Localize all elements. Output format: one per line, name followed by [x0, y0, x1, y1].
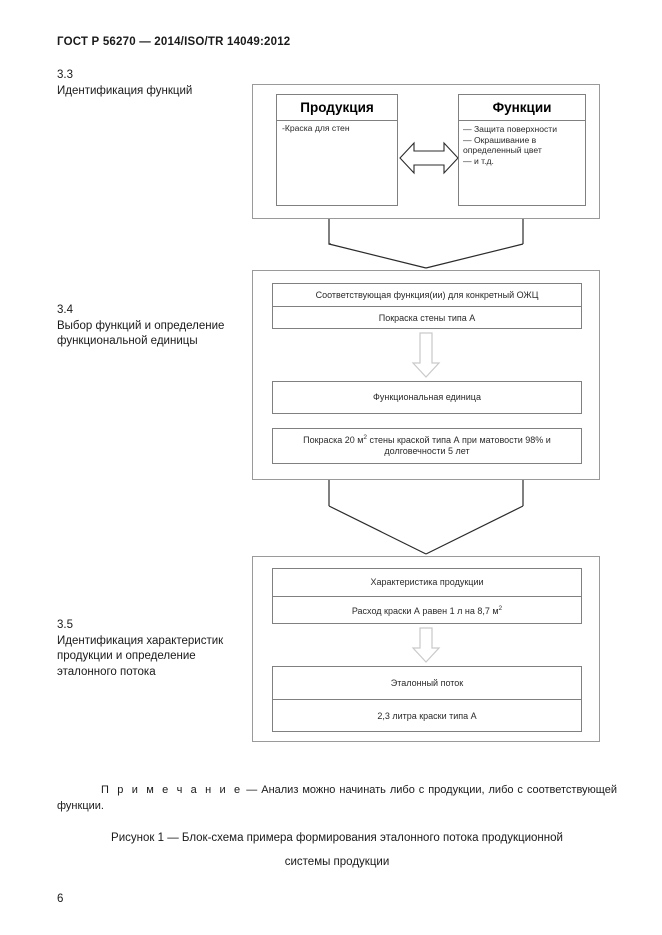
note-body: — Анализ можно начинать либо с продукции…: [57, 784, 617, 812]
stage3-row-product-characteristic: Характеристика продукции: [273, 569, 581, 597]
note-paragraph: П р и м е ч а н и е — Анализ можно начин…: [57, 782, 617, 814]
stage3-reference-flow-card: Эталонный поток 2,3 литра краски типа А: [272, 666, 582, 732]
functions-box-title: Функции: [459, 95, 585, 121]
funnel-connector-1: [328, 219, 524, 269]
stage3-row-reference-flow: Эталонный поток: [273, 667, 581, 700]
stage2-value-prefix: Покраска 20 м: [303, 435, 364, 445]
stage2-value-suffix: стены краской типа А при матовости 98% и…: [367, 435, 551, 456]
document-header: ГОСТ Р 56270 — 2014/ISO/TR 14049:2012: [57, 36, 291, 48]
stage3-row-reference-flow-value: 2,3 литра краски типа А: [377, 711, 477, 721]
stage3-product-characteristic-card: Характеристика продукции Расход краски А…: [272, 568, 582, 624]
functions-box-list: — Защита поверхности — Окрашивание в опр…: [459, 121, 585, 168]
stage2-top-card: Соответствующая функция(ии) для конкретн…: [272, 283, 582, 329]
functions-list-item: — Защита поверхности: [463, 124, 558, 134]
stage2-value-superscript: 2: [363, 434, 368, 441]
stage2-row-function-for-lifecycle: Соответствующая функция(ии) для конкретн…: [273, 284, 581, 307]
product-box-title: Продукция: [277, 95, 397, 121]
clause-label-3-3: 3.3 Идентификация функций: [57, 68, 247, 99]
clause-number: 3.4: [57, 304, 73, 316]
figure-caption-line-2: системы продукции: [284, 856, 390, 868]
stage3-consumption-superscript: 2: [498, 604, 503, 612]
funnel-connector-2: [328, 480, 524, 555]
stage-container-reference-flow: [252, 556, 600, 742]
stage2-row-functional-unit-value: Покраска 20 м2 стены краской типа А при …: [273, 429, 581, 463]
figure-caption-line-1: Рисунок 1 — Блок-схема примера формирова…: [111, 832, 563, 844]
stage3-consumption-prefix: Расход краски А равен 1 л на 8,7 м: [351, 605, 499, 616]
functions-box: Функции — Защита поверхности — Окрашиван…: [458, 94, 586, 206]
stage-container-functions-identification: [252, 84, 600, 219]
clause-label-3-4: 3.4 Выбор функций и определение функцион…: [57, 303, 247, 350]
stage2-functional-unit-value-card: Покраска 20 м2 стены краской типа А при …: [272, 428, 582, 464]
figure-caption: Рисунок 1 — Блок-схема примера формирова…: [57, 826, 617, 874]
stage-container-function-selection: [252, 270, 600, 480]
stage2-functional-unit-card: Функциональная единица: [272, 381, 582, 414]
clause-number: 3.5: [57, 619, 73, 631]
stage2-row-wall-painting-type-a: Покраска стены типа А: [378, 313, 476, 323]
stage2-row-functional-unit: Функциональная единица: [373, 392, 481, 402]
clause-text: Идентификация функций: [57, 84, 193, 97]
note-lead: П р и м е ч а н и е: [101, 784, 243, 796]
functions-list-item: — Окрашивание в определенный цвет: [463, 134, 542, 156]
page-number: 6: [57, 893, 64, 905]
clause-label-3-5: 3.5 Идентификация характеристик продукци…: [57, 618, 247, 680]
clause-number: 3.3: [57, 69, 73, 81]
functions-list-item: — и т.д.: [463, 155, 494, 166]
clause-text: Выбор функций и определение функциональн…: [57, 319, 225, 348]
product-box-item: -Краска для стен: [282, 123, 350, 133]
product-box: Продукция -Краска для стен: [276, 94, 398, 206]
stage3-row-paint-consumption: Расход краски А равен 1 л на 8,7 м2: [273, 597, 581, 625]
clause-text: Идентификация характеристик продукции и …: [57, 634, 224, 678]
